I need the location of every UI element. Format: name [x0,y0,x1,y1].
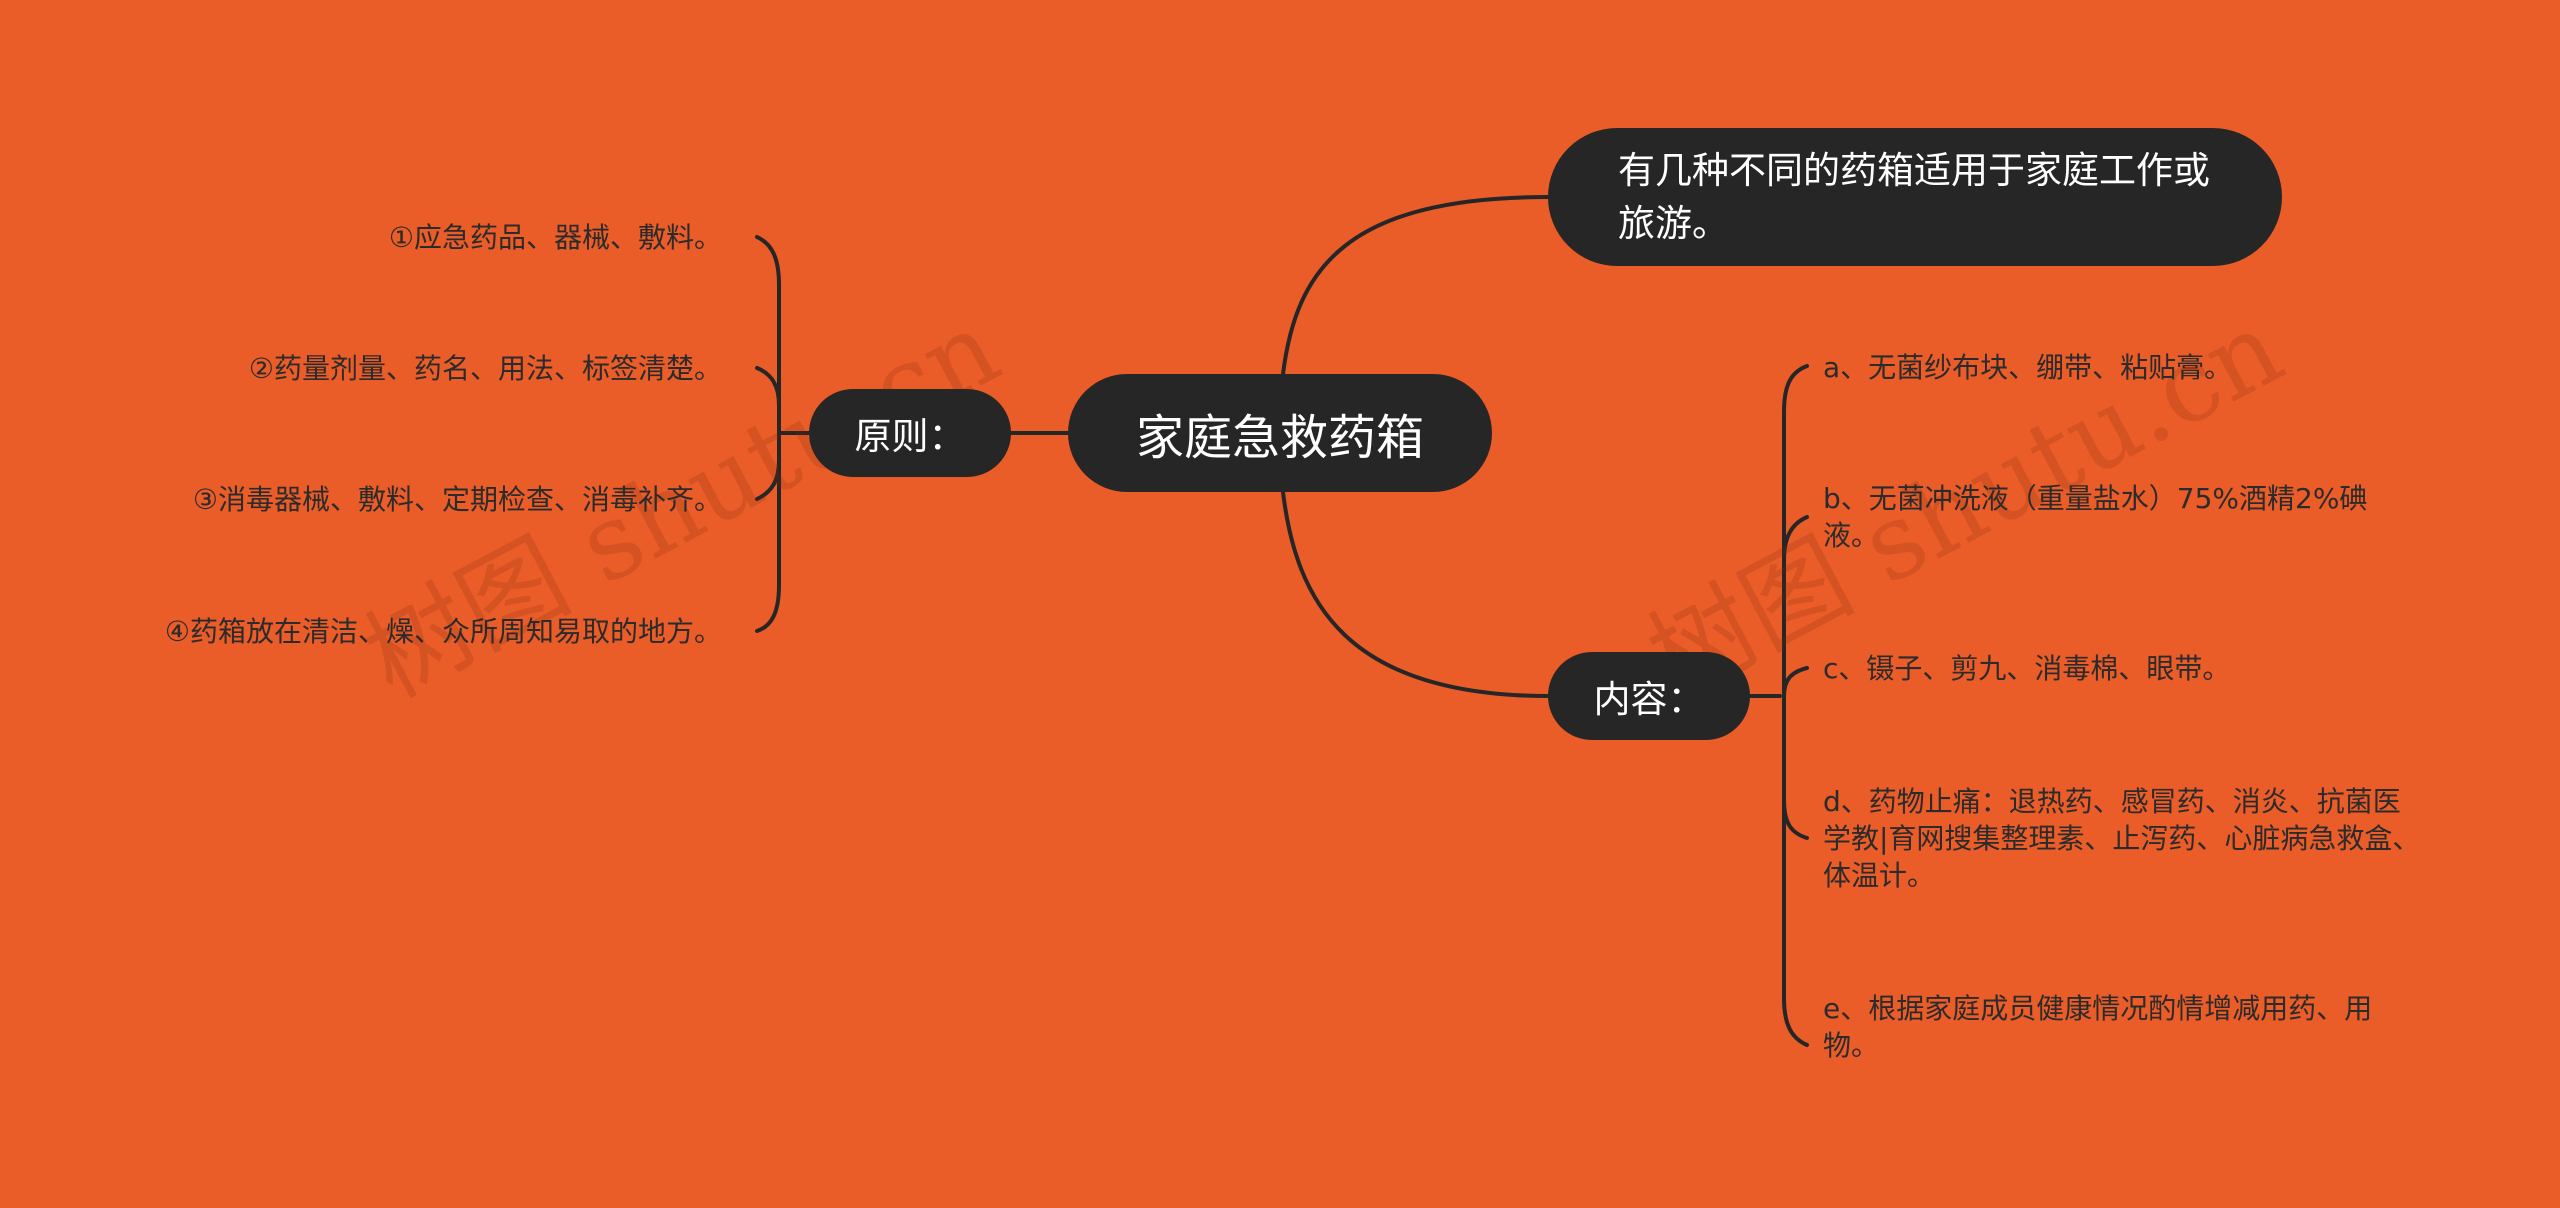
connector-root-intro [1281,195,1550,376]
connector-principles-item-1 [755,235,781,633]
principles-node[interactable]: 原则： [809,389,1011,477]
contents-item-e[interactable]: e、根据家庭成员健康情况酌情增减用药、用物。 [1823,992,2373,1062]
connector-principles-item-3 [755,459,781,501]
principles-node-label: 原则： [854,415,966,458]
intro-node[interactable]: 有几种不同的药箱适用于家庭工作或旅游。 [1548,128,2282,266]
principles-item-1[interactable]: ①应急药品、器械、敷料。 [388,221,722,254]
connector-contents-item-1 [1782,364,1809,1047]
contents-item-b[interactable]: b、无菌冲洗液（重量盐水）75%酒精2%碘液。 [1823,482,2368,552]
root-node[interactable]: 家庭急救药箱 [1068,374,1492,492]
connector-root-contents [1281,490,1550,698]
intro-node-label: 有几种不同的药箱适用于家庭工作或旅游。 [1618,149,2210,245]
connector-contents-item-4 [1782,798,1809,840]
connector-contents-item-2 [1782,515,1809,562]
connector-principles-item-2 [755,366,781,407]
principles-item-2[interactable]: ②药量剂量、药名、用法、标签清楚。 [248,352,722,385]
contents-node[interactable]: 内容： [1548,652,1750,740]
connector-contents-item-3 [1782,666,1809,698]
root-node-label: 家庭急救药箱 [1135,410,1424,466]
principles-item-3[interactable]: ③消毒器械、敷料、定期检查、消毒补齐。 [192,483,722,516]
contents-item-c[interactable]: c、镊子、剪九、消毒棉、眼带。 [1823,652,2231,685]
principles-item-4[interactable]: ④药箱放在清洁、燥、众所周知易取的地方。 [164,615,722,648]
contents-item-d[interactable]: d、药物止痛：退热药、感冒药、消炎、抗菌医学教|育网搜集整理素、止泻药、心脏病急… [1823,785,2421,892]
contents-node-label: 内容： [1593,678,1705,721]
contents-item-a[interactable]: a、无菌纱布块、绷带、粘贴膏。 [1823,351,2233,384]
